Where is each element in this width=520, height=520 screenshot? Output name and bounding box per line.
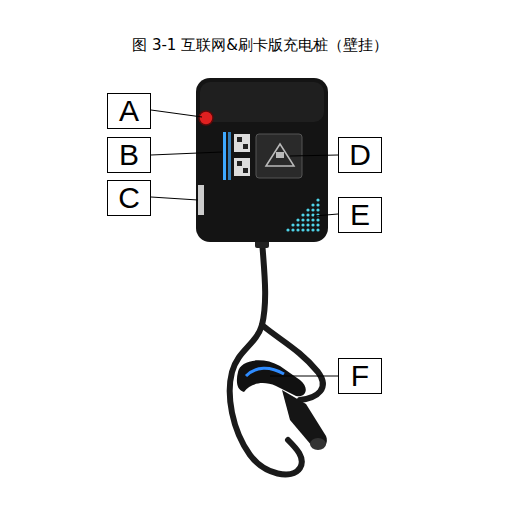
leader-line bbox=[151, 152, 222, 155]
led-dot bbox=[296, 218, 299, 221]
qr-code bbox=[237, 137, 242, 142]
callout-box: E bbox=[338, 197, 382, 233]
callout-box: F bbox=[338, 358, 382, 394]
led-dot bbox=[286, 228, 289, 231]
side-label bbox=[198, 185, 204, 215]
callout-letter: C bbox=[118, 183, 140, 213]
led-dot bbox=[301, 218, 304, 221]
callout-letter: D bbox=[349, 140, 371, 170]
led-dot bbox=[301, 228, 304, 231]
plug-face bbox=[310, 438, 326, 450]
charger-body bbox=[196, 78, 328, 242]
led-dot bbox=[316, 198, 319, 201]
indicator-bar bbox=[228, 132, 231, 180]
led-dot bbox=[306, 208, 309, 211]
plug-stripe bbox=[246, 368, 284, 376]
led-dot bbox=[296, 228, 299, 231]
qr-code bbox=[243, 168, 248, 173]
emergency-button bbox=[199, 111, 213, 125]
led-dot bbox=[306, 213, 309, 216]
led-dot bbox=[316, 218, 319, 221]
callout-letter: F bbox=[351, 361, 369, 391]
leader-line bbox=[270, 376, 338, 377]
callout-letter: E bbox=[350, 200, 370, 230]
cable bbox=[230, 240, 302, 474]
body-highlight bbox=[200, 82, 324, 122]
callout-box: C bbox=[107, 180, 151, 216]
led-dot bbox=[316, 203, 319, 206]
qr-code bbox=[234, 134, 250, 152]
led-dot bbox=[311, 228, 314, 231]
leader-line bbox=[314, 214, 338, 216]
led-dot bbox=[301, 213, 304, 216]
callout-box: B bbox=[107, 137, 151, 173]
leader-line bbox=[290, 155, 338, 156]
led-dot bbox=[311, 208, 314, 211]
led-dot bbox=[311, 203, 314, 206]
led-dot bbox=[296, 223, 299, 226]
led-dot bbox=[306, 228, 309, 231]
indicator-bar bbox=[223, 132, 226, 180]
callout-box: D bbox=[338, 137, 382, 173]
led-dot bbox=[301, 223, 304, 226]
led-dot bbox=[316, 228, 319, 231]
led-dot bbox=[316, 223, 319, 226]
led-pattern bbox=[286, 198, 319, 231]
callout-letter: B bbox=[119, 140, 139, 170]
card-icon bbox=[276, 152, 284, 158]
led-dot bbox=[306, 218, 309, 221]
led-dot bbox=[316, 208, 319, 211]
callout-box: A bbox=[107, 93, 151, 129]
leader-line bbox=[151, 197, 198, 200]
led-dot bbox=[291, 223, 294, 226]
led-dot bbox=[306, 223, 309, 226]
led-dot bbox=[311, 218, 314, 221]
qr-code bbox=[237, 161, 242, 166]
qr-code bbox=[234, 158, 250, 176]
card-icon bbox=[266, 144, 294, 166]
qr-code bbox=[243, 144, 248, 149]
callout-letter: A bbox=[119, 96, 139, 126]
leader-line bbox=[151, 110, 202, 117]
led-dot bbox=[291, 228, 294, 231]
figure-title: 图 3-1 互联网&刷卡版充电桩（壁挂） bbox=[0, 36, 520, 55]
led-dot bbox=[311, 223, 314, 226]
plug-handle bbox=[237, 360, 306, 396]
leader-lines bbox=[151, 110, 338, 376]
